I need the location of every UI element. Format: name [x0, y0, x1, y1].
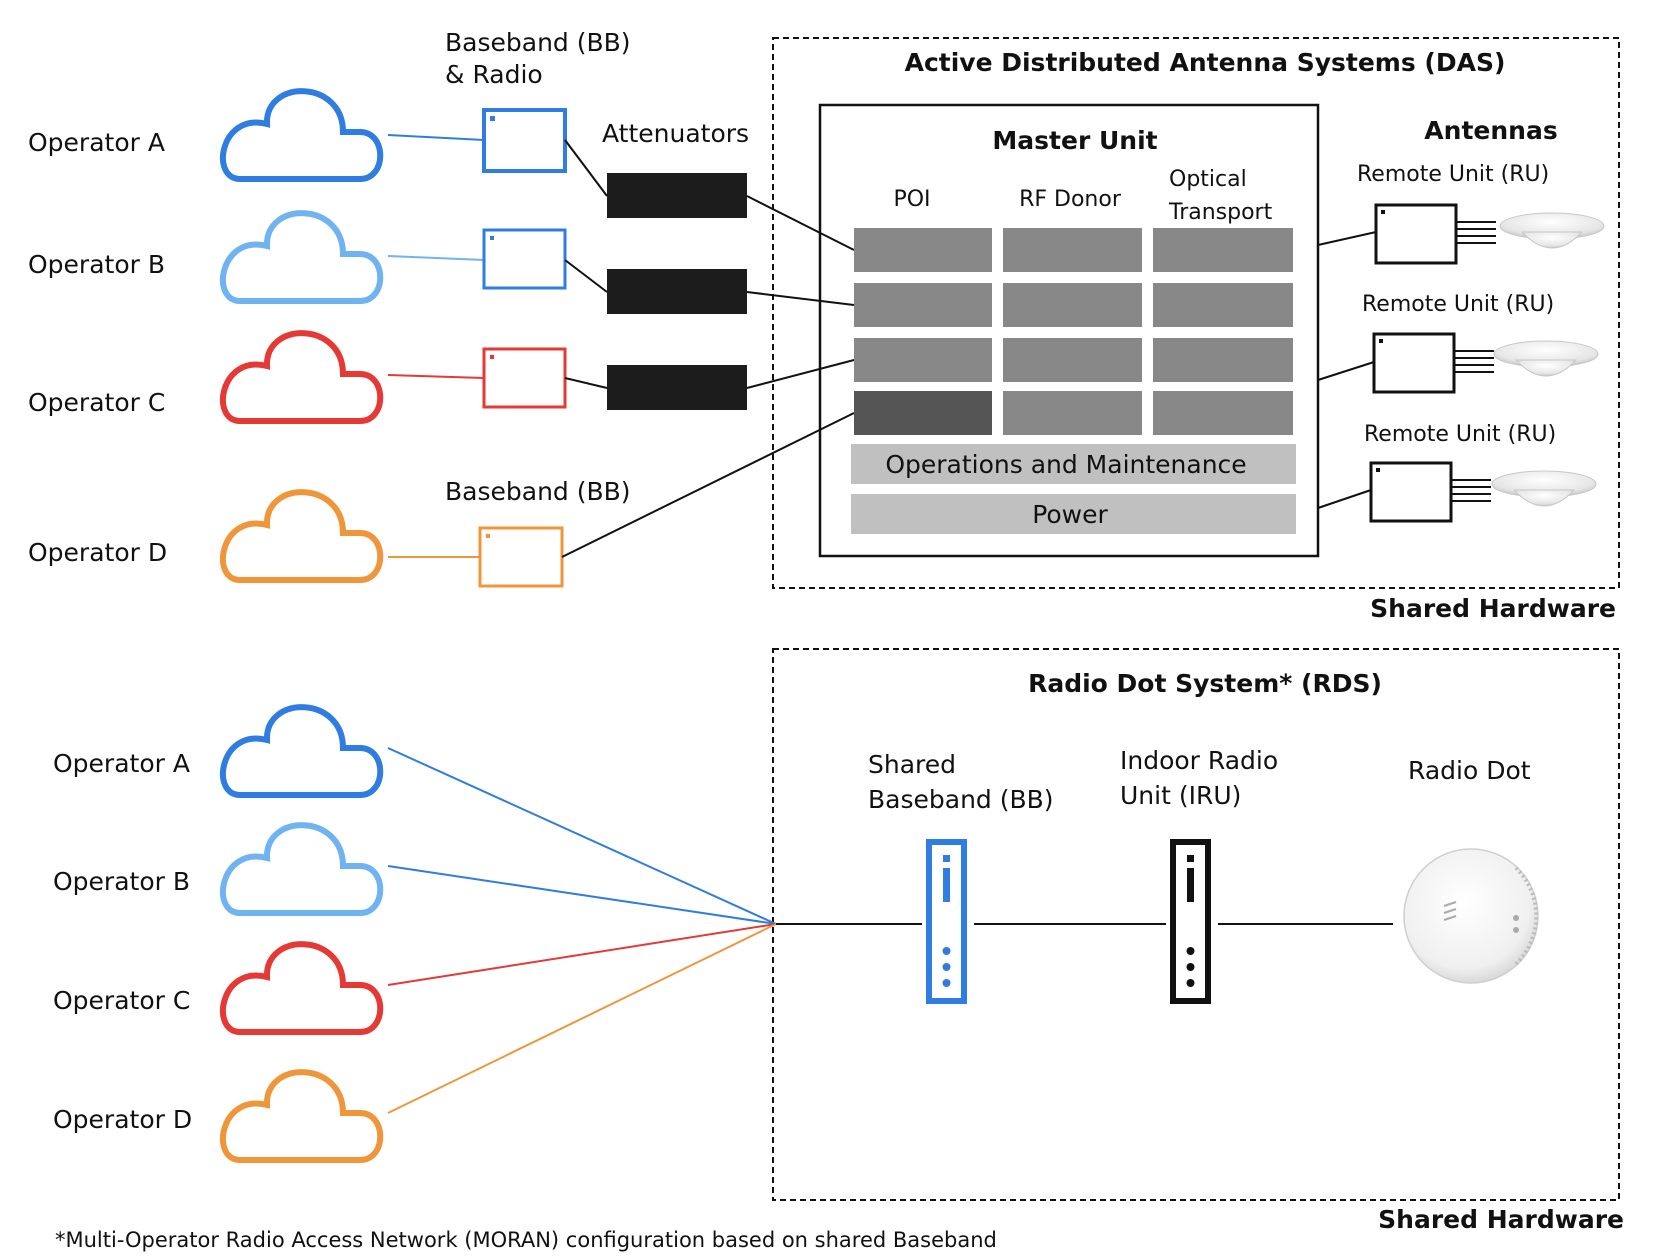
iru-label: Unit (IRU) [1120, 781, 1241, 810]
rf-donor-cell [1003, 338, 1142, 382]
operator-label: Operator C [28, 388, 165, 417]
baseband-unit-icon [482, 347, 567, 409]
das-frame [772, 37, 1620, 589]
remote-unit-icon [1372, 332, 1494, 394]
cloud-icon [223, 91, 380, 179]
shared-hardware-label: Shared Hardware [1370, 594, 1616, 623]
remote-unit-label: Remote Unit (RU) [1362, 292, 1554, 317]
footnote: *Multi-Operator Radio Access Network (MO… [55, 1228, 997, 1252]
poi-cell [854, 283, 992, 327]
cloud-icon [223, 492, 380, 580]
rds-frame [772, 648, 1620, 1201]
optical-transport-header: Optical [1169, 167, 1247, 192]
attenuator [607, 365, 747, 410]
iru-label: Indoor Radio [1120, 746, 1278, 775]
ceiling-antenna-icon [1493, 340, 1599, 377]
cloud-icon [223, 213, 380, 301]
cloud-icon [223, 707, 380, 795]
power-bar [851, 494, 1296, 534]
optical-transport-header: Transport [1168, 200, 1273, 225]
ceiling-antenna-icon [1491, 470, 1597, 507]
attenuators-label: Attenuators [602, 119, 749, 148]
baseband-unit-icon [482, 228, 567, 290]
poi-cell [854, 338, 992, 382]
antennas-title: Antennas [1424, 116, 1557, 145]
operator-label: Operator B [53, 867, 190, 896]
indoor-radio-unit-icon [1170, 839, 1211, 1004]
optical-cell [1153, 338, 1293, 382]
power-label: Power [1032, 500, 1108, 529]
operator-label: Operator B [28, 250, 165, 279]
operations-label: Operations and Maintenance [885, 450, 1246, 479]
operator-label: Operator C [53, 986, 190, 1015]
das-title: Active Distributed Antenna Systems (DAS) [905, 48, 1506, 77]
attenuator [607, 269, 747, 314]
shared-hardware-label: Shared Hardware [1378, 1205, 1624, 1234]
cloud-icon [223, 944, 380, 1032]
optical-cell [1153, 391, 1293, 435]
optical-cell [1153, 228, 1293, 272]
bb-radio-label: & Radio [445, 60, 543, 89]
rf-donor-cell [1003, 283, 1142, 327]
operator-label: Operator D [53, 1105, 192, 1134]
poi-cell [854, 228, 992, 272]
shared-baseband-label: Shared [868, 750, 956, 779]
rf-donor-cell [1003, 228, 1142, 272]
shared-baseband-label: Baseband (BB) [868, 785, 1054, 814]
master-unit [818, 103, 1320, 558]
baseband-unit-icon [478, 526, 564, 588]
operations-bar [851, 444, 1296, 484]
master-grid [854, 228, 1293, 435]
radio-dot-label: Radio Dot [1408, 756, 1531, 785]
baseband-unit-icon [926, 839, 967, 1004]
baseband-label: Baseband (BB) [445, 477, 631, 506]
baseband-unit-icon [482, 108, 567, 173]
master-unit-title: Master Unit [992, 126, 1157, 155]
rf-donor-cell [1003, 391, 1142, 435]
operator-label: Operator A [53, 749, 190, 778]
attenuator [607, 173, 747, 218]
cloud-icon [223, 1072, 380, 1160]
operator-label: Operator A [28, 128, 165, 157]
remote-unit-label: Remote Unit (RU) [1364, 422, 1556, 447]
rf-donor-header: RF Donor [1019, 187, 1122, 212]
remote-unit-icon [1374, 203, 1496, 265]
optical-cell [1153, 283, 1293, 327]
remote-unit-label: Remote Unit (RU) [1357, 162, 1549, 187]
operator-label: Operator D [28, 538, 167, 567]
remote-unit-icon [1369, 461, 1491, 523]
radio-dot-icon [1403, 848, 1539, 984]
ceiling-antenna-icon [1499, 212, 1605, 249]
poi-cell [854, 391, 992, 435]
rds-title: Radio Dot System* (RDS) [1028, 669, 1382, 698]
cloud-icon [223, 333, 380, 421]
cloud-icon [223, 825, 380, 913]
poi-header: POI [893, 187, 930, 212]
bb-radio-label: Baseband (BB) [445, 28, 631, 57]
rds-section: Radio Dot System* (RDS) Operator A Opera… [53, 648, 1624, 1234]
das-section: Active Distributed Antenna Systems (DAS)… [28, 28, 1620, 623]
